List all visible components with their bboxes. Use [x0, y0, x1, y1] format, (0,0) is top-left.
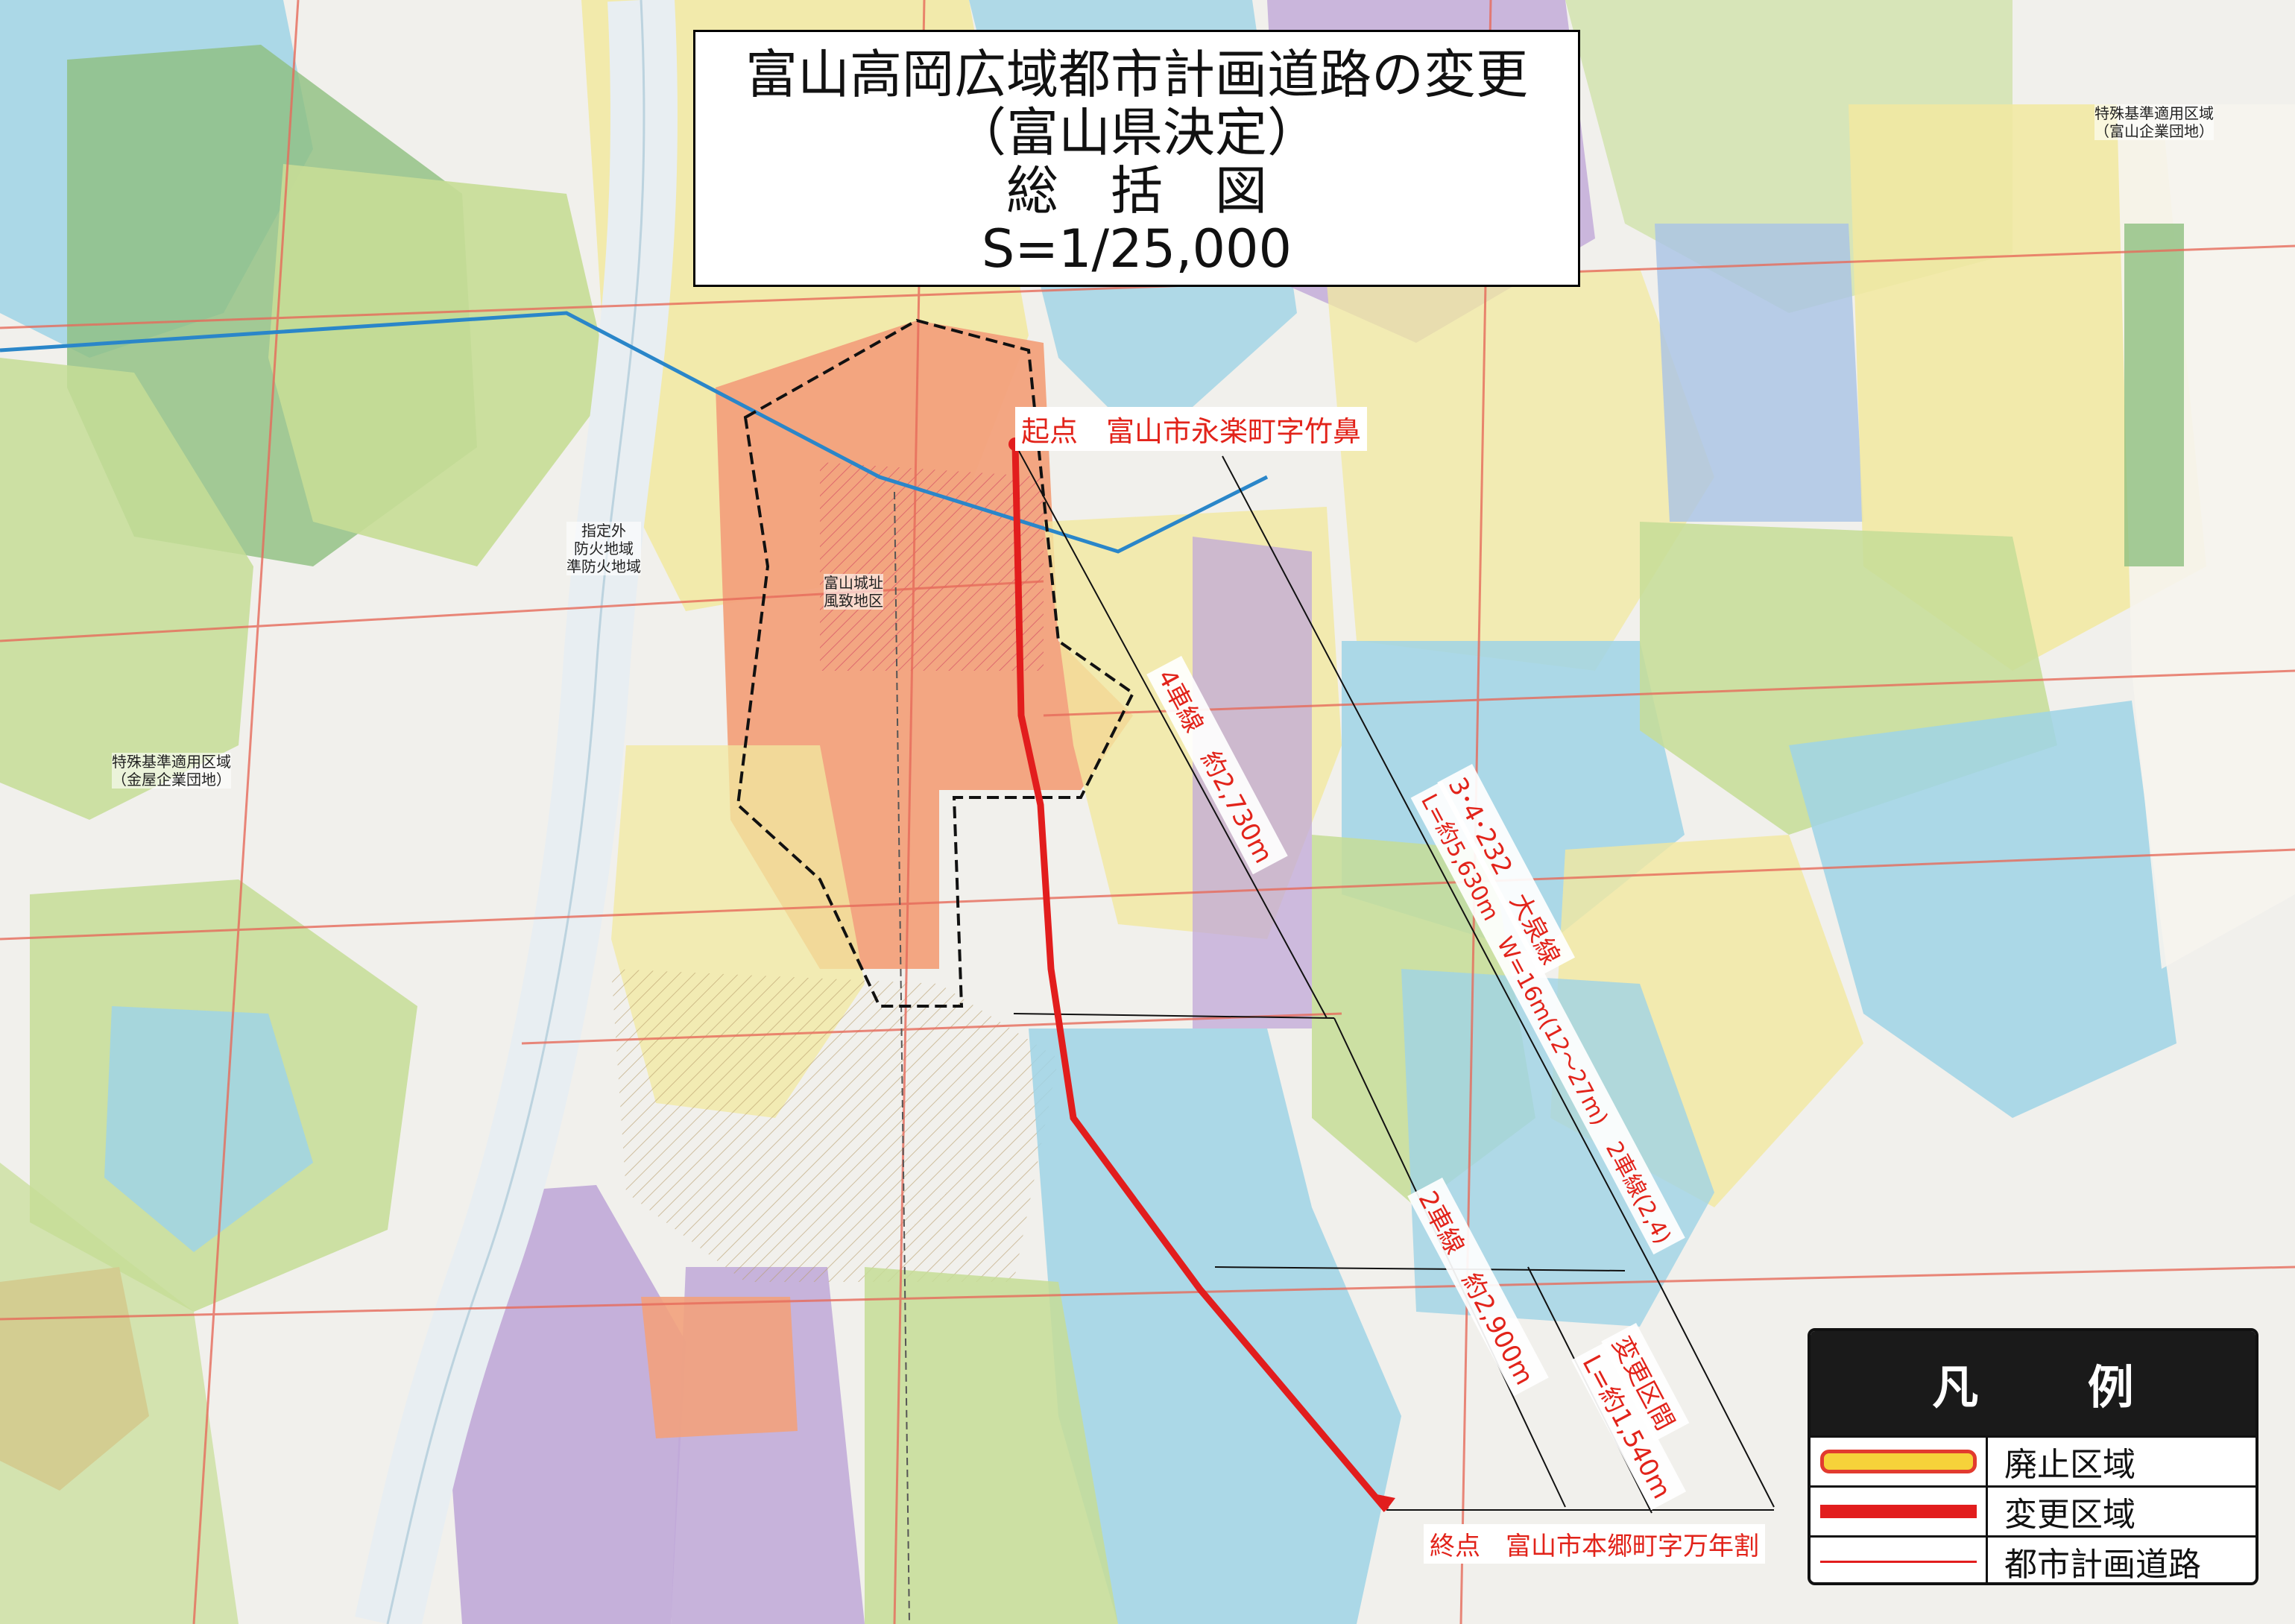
zone-residential-green: [0, 358, 253, 820]
legend-label-abolished: 廃止区域: [2004, 1446, 2135, 1484]
industrial-area-right-line1: 特殊基準適用区域: [2094, 104, 2214, 122]
legend-symbol-cell: [1811, 1538, 1988, 1582]
legend-symbol-cell: [1811, 1438, 1988, 1485]
industrial-area-left: 特殊基準適用区域 （金屋企業団地）: [112, 753, 231, 789]
industrial-area-left-line2: （金屋企業団地）: [112, 771, 231, 789]
fire-prevention-line3: 準防火地域: [566, 557, 641, 575]
castle-scenic-area: 富山城址 風致地区: [824, 574, 883, 610]
zone-residential-blue: [104, 1006, 313, 1252]
legend-row-abolished: 廃止区域: [1811, 1435, 2255, 1485]
zone-park: [2124, 224, 2184, 566]
route-end-label: 終点 富山市本郷町字万年割: [1424, 1524, 1765, 1564]
zone-residential-green: [865, 1267, 1118, 1624]
route-start-label: 起点 富山市永楽町字竹鼻: [1015, 407, 1368, 451]
zone-hatched: [611, 969, 1058, 1282]
fire-prevention-area: 指定外 防火地域 準防火地域: [566, 522, 641, 575]
boundary-line: [894, 491, 910, 1624]
map-legend: 凡 例 廃止区域 変更区域 都市計画道路: [1808, 1328, 2258, 1585]
map-title-box: 富山高岡広域都市計画道路の変更 （富山県決定） 総 括 図 S=1/25,000: [693, 30, 1580, 287]
zone-hatched-red: [820, 462, 1044, 671]
zone-residential-green: [268, 164, 611, 566]
central-district-outline: [736, 318, 1135, 1008]
castle-scenic-line2: 風致地区: [824, 592, 883, 610]
zone-residential-yellow: [1849, 104, 2206, 671]
zone-residential-yellow: [1327, 268, 1714, 671]
fire-prevention-line2: 防火地域: [574, 540, 634, 557]
castle-scenic-line1: 富山城址: [824, 574, 883, 592]
changed-section-symbol: [1819, 1505, 1977, 1518]
map-type-label: 総 括 図: [1006, 160, 1267, 221]
railway-line: [0, 311, 1269, 554]
legend-label-planned-road: 都市計画道路: [2004, 1546, 2201, 1584]
zone-residential-blue: [1029, 1029, 1401, 1624]
abolished-section-symbol: [1819, 1450, 1977, 1473]
fire-prevention-line1: 指定外: [581, 522, 626, 540]
industrial-area-right-line2: （富山企業団地）: [2094, 122, 2214, 140]
legend-title-1: 凡: [1932, 1360, 1979, 1415]
legend-header: 凡 例: [1811, 1331, 2255, 1435]
industrial-area-right: 特殊基準適用区域 （富山企業団地）: [2094, 104, 2214, 140]
planned-road-symbol: [1819, 1560, 1977, 1563]
legend-row-planned-road: 都市計画道路: [1811, 1535, 2255, 1584]
zone-commercial: [641, 1297, 798, 1438]
zone-residential-blue: [1789, 701, 2176, 1118]
river-edge: [386, 0, 645, 1624]
zone-industrial: [1193, 537, 1312, 1029]
industrial-area-left-line1: 特殊基準適用区域: [112, 753, 231, 771]
zone-residential-green: [0, 1163, 239, 1624]
map-subtitle: （富山県決定）: [954, 102, 1319, 163]
changed-route-line: [1011, 443, 1389, 1512]
legend-label-changed: 変更区域: [2004, 1496, 2135, 1534]
end-point-marker: [1373, 1494, 1395, 1510]
legend-title-2: 例: [2087, 1360, 2134, 1415]
zone-industrial-blue: [1655, 224, 1863, 522]
map-scale: S=1/25,000: [981, 218, 1292, 279]
legend-symbol-cell: [1811, 1488, 1988, 1535]
zone-residential-blue: [1401, 969, 1714, 1327]
map-title: 富山高岡広域都市計画道路の変更: [745, 44, 1528, 105]
legend-row-changed: 変更区域: [1811, 1485, 2255, 1535]
